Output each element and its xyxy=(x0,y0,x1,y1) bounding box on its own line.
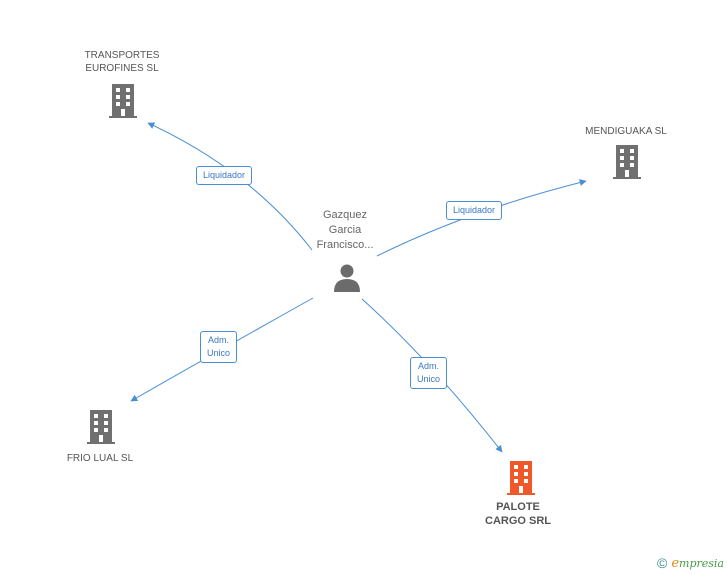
transportes-name-line-1: TRANSPORTES xyxy=(84,50,160,61)
relation-label-palote-line-2: Unico xyxy=(417,374,441,384)
person-icon[interactable] xyxy=(332,262,362,292)
edge-to-transportes xyxy=(147,122,313,251)
relation-label-palote: Adm. Unico xyxy=(410,357,448,389)
building-icon-transportes[interactable] xyxy=(109,84,137,118)
relation-label-palote-line-1: Adm. xyxy=(418,361,440,371)
relation-label-transportes: Liquidador xyxy=(196,166,253,185)
brand-logo: empresia xyxy=(671,556,724,571)
transportes-name-line-2: EUROFINES SL xyxy=(85,63,159,74)
relation-label-frio: Adm. Unico xyxy=(200,331,238,363)
person-name-line-1: Gazquez xyxy=(322,209,368,221)
empresia-watermark: © empresia xyxy=(657,555,724,571)
company-label-palote[interactable]: PALOTE CARGO SRL xyxy=(458,500,578,528)
relation-label-mendiguaka: Liquidador xyxy=(446,201,503,220)
relation-label-mendiguaka-text: Liquidador xyxy=(453,205,496,215)
copyright-symbol: © xyxy=(657,555,668,571)
person-name-line-3: Francisco... xyxy=(316,239,374,251)
center-person-name[interactable]: Gazquez Garcia Francisco... xyxy=(300,208,390,253)
relation-label-frio-line-1: Adm. xyxy=(208,335,230,345)
person-name-line-2: Garcia xyxy=(328,224,362,236)
palote-name-line-2: CARGO SRL xyxy=(485,515,551,527)
building-icon-mendiguaka[interactable] xyxy=(613,145,641,179)
building-icon-frio[interactable] xyxy=(87,410,115,444)
relation-label-frio-line-2: Unico xyxy=(207,348,231,358)
company-label-frio[interactable]: FRIO LUAL SL xyxy=(40,452,160,465)
company-label-mendiguaka[interactable]: MENDIGUAKA SL xyxy=(566,125,686,138)
building-icon-palote[interactable] xyxy=(507,461,535,495)
palote-name-line-1: PALOTE xyxy=(496,501,540,513)
relation-label-transportes-text: Liquidador xyxy=(203,170,246,180)
frio-name-line-1: FRIO LUAL SL xyxy=(66,453,134,464)
company-label-transportes[interactable]: TRANSPORTES EUROFINES SL xyxy=(62,49,182,75)
mendiguaka-name-line-1: MENDIGUAKA SL xyxy=(585,126,667,137)
brand-initial: e xyxy=(671,555,680,571)
brand-name: mpresia xyxy=(679,556,724,570)
